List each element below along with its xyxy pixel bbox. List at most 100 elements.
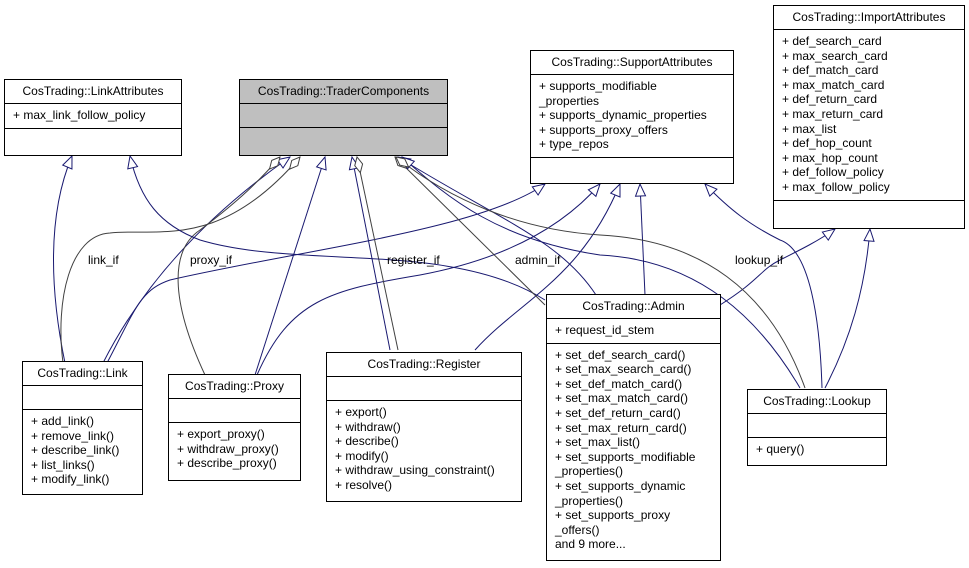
edge-proxy-if — [177, 157, 280, 376]
class-name: CosTrading::Link — [23, 362, 142, 386]
method: + add_link() — [31, 414, 95, 428]
class-name: CosTrading::Admin — [547, 295, 720, 319]
method: + resolve() — [335, 477, 393, 492]
class-lookup[interactable]: CosTrading::Lookup + query() — [747, 389, 887, 466]
attribute: + max_list — [782, 121, 837, 136]
attributes-section — [23, 386, 142, 410]
method: + export() — [335, 405, 387, 419]
attribute: + def_search_card — [782, 34, 882, 48]
method: + set_def_match_card() — [555, 376, 683, 391]
methods-section: + export() + withdraw() + describe() + m… — [327, 401, 521, 498]
attribute: + max_hop_count — [782, 150, 878, 165]
class-name: CosTrading::Proxy — [169, 375, 300, 399]
attribute: + def_follow_policy — [782, 165, 884, 180]
edge-label-register-if: register_if — [387, 253, 440, 267]
method: + modify() — [335, 448, 389, 463]
attribute: + supports_dynamic_properties — [539, 108, 707, 123]
method: + set_max_return_card() — [555, 420, 687, 435]
class-name: CosTrading::TraderComponents — [240, 80, 447, 104]
attributes-section: + max_link_follow_policy — [5, 104, 181, 129]
method: _properties() — [555, 493, 624, 508]
edge-lookup-supportattributes — [705, 184, 823, 389]
method: + remove_link() — [31, 428, 115, 443]
class-proxy[interactable]: CosTrading::Proxy + export_proxy() + wit… — [168, 374, 301, 481]
edge-link-supportattributes — [106, 184, 545, 364]
attributes-section: + supports_modifiable _properties + supp… — [531, 75, 733, 158]
attribute: + request_id_stem — [555, 323, 655, 337]
method: + set_supports_modifiable — [555, 449, 696, 464]
edge-lookup-if — [396, 157, 806, 389]
attribute: + max_link_follow_policy — [13, 108, 146, 122]
more-methods-link[interactable]: and 9 more... — [555, 537, 626, 552]
edge-admin-supportattributes — [640, 184, 645, 296]
class-name: CosTrading::Lookup — [748, 390, 886, 414]
method: + set_max_search_card() — [555, 362, 692, 377]
attribute: + def_hop_count — [782, 136, 872, 151]
attribute: + supports_modifiable — [539, 79, 657, 93]
edge-register-tradercomponents — [352, 157, 391, 351]
method: + set_max_match_card() — [555, 391, 689, 406]
method: + withdraw() — [335, 419, 401, 434]
class-trader-components[interactable]: CosTrading::TraderComponents — [239, 79, 448, 156]
method: + describe_link() — [31, 443, 120, 458]
method: + modify_link() — [31, 472, 110, 487]
attribute: _properties — [539, 93, 600, 108]
edge-link-linkattributes — [53, 156, 73, 364]
method: _properties() — [555, 464, 624, 479]
method: + set_max_list() — [555, 435, 641, 450]
attribute: + max_return_card — [782, 106, 884, 121]
class-import-attributes[interactable]: CosTrading::ImportAttributes + def_searc… — [773, 5, 965, 229]
edge-label-admin-if: admin_if — [515, 253, 561, 267]
attribute: + def_match_card — [782, 63, 879, 78]
attribute: + max_follow_policy — [782, 179, 890, 194]
edge-label-lookup-if: lookup_if — [735, 253, 784, 267]
class-name: CosTrading::LinkAttributes — [5, 80, 181, 104]
edge-label-link-if: link_if — [88, 253, 119, 267]
edge-register-if — [357, 157, 399, 351]
edge-label-proxy-if: proxy_if — [190, 253, 233, 267]
edge-admin-if — [395, 157, 546, 306]
methods-section — [774, 201, 964, 226]
methods-section: + add_link() + remove_link() + describe_… — [23, 410, 142, 492]
attribute: + max_match_card — [782, 77, 885, 92]
attribute: + max_search_card — [782, 48, 888, 63]
attributes-section — [169, 399, 300, 423]
attributes-section: + request_id_stem — [547, 319, 720, 344]
attribute: + type_repos — [539, 137, 609, 152]
methods-section — [5, 129, 181, 152]
attribute: + supports_proxy_offers — [539, 122, 668, 137]
method: + set_def_search_card() — [555, 347, 686, 362]
method: + withdraw_proxy() — [177, 441, 279, 456]
edge-proxy-supportattributes — [256, 184, 600, 376]
class-support-attributes[interactable]: CosTrading::SupportAttributes + supports… — [530, 50, 734, 184]
method: + withdraw_using_constraint() — [335, 463, 495, 478]
edge-link-if — [60, 157, 300, 364]
method: + list_links() — [31, 457, 95, 472]
class-name: CosTrading::SupportAttributes — [531, 51, 733, 75]
edge-admin-importattributes — [719, 229, 835, 306]
edge-register-supportattributes — [474, 184, 620, 351]
class-link-attributes[interactable]: CosTrading::LinkAttributes + max_link_fo… — [4, 79, 182, 156]
methods-section: + export_proxy() + withdraw_proxy() + de… — [169, 423, 300, 476]
edge-admin-linkattributes — [130, 156, 546, 301]
attributes-section — [240, 104, 447, 128]
method: + describe_proxy() — [177, 456, 277, 471]
methods-section: + set_def_search_card() + set_max_search… — [547, 344, 720, 557]
method: + set_def_return_card() — [555, 405, 681, 420]
class-name: CosTrading::ImportAttributes — [774, 6, 964, 30]
class-admin[interactable]: CosTrading::Admin + request_id_stem + se… — [546, 294, 721, 561]
class-register[interactable]: CosTrading::Register + export() + withdr… — [326, 352, 522, 502]
class-link[interactable]: CosTrading::Link + add_link() + remove_l… — [22, 361, 143, 495]
methods-section: + query() — [748, 438, 886, 462]
attributes-section — [327, 377, 521, 401]
edge-lookup-importattributes — [824, 229, 870, 389]
edge-admin-tradercomponents — [398, 157, 597, 296]
attribute: + def_return_card — [782, 92, 878, 107]
edge-proxy-tradercomponents — [254, 157, 325, 376]
class-name: CosTrading::Register — [327, 353, 521, 377]
method: _offers() — [555, 522, 600, 537]
method: + export_proxy() — [177, 427, 265, 441]
methods-section — [531, 158, 733, 183]
edge-lookup-tradercomponents — [402, 157, 801, 389]
